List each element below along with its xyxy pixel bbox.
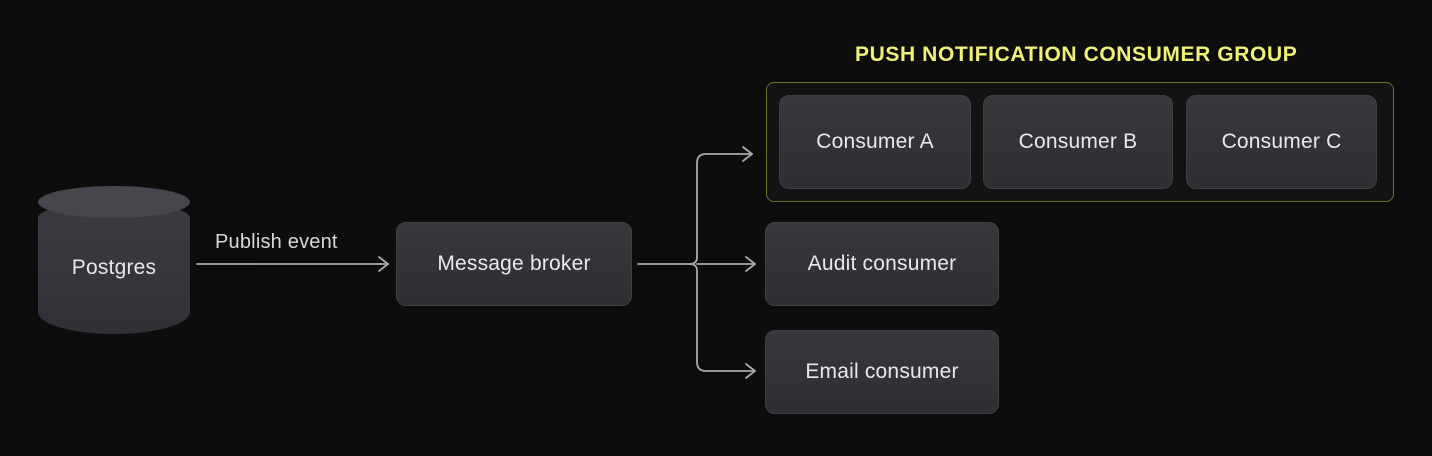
email-consumer-node[interactable]: Email consumer	[765, 330, 999, 414]
arrowhead-postgres-to-broker	[378, 256, 389, 272]
cylinder-top-cap	[38, 186, 190, 218]
edge-branch-to-consumer-group	[689, 153, 753, 265]
edge-branch-to-email-consumer	[689, 263, 756, 372]
postgres-label: Postgres	[71, 256, 157, 279]
arrowhead-email-consumer	[745, 363, 756, 379]
consumer-c-node[interactable]: Consumer C	[1186, 95, 1377, 189]
consumer-b-node[interactable]: Consumer B	[983, 95, 1173, 189]
audit-consumer-node[interactable]: Audit consumer	[765, 222, 999, 306]
edge-label-publish-event: Publish event	[215, 231, 338, 253]
cylinder-body	[38, 202, 190, 334]
postgres-database-node[interactable]: Postgres	[38, 186, 190, 334]
arrowhead-audit-consumer	[745, 256, 756, 272]
consumer-group-title: PUSH NOTIFICATION CONSUMER GROUP	[855, 43, 1298, 66]
message-broker-node[interactable]: Message broker	[396, 222, 632, 306]
arrowhead-consumer-group	[742, 146, 753, 162]
consumer-a-node[interactable]: Consumer A	[779, 95, 971, 189]
